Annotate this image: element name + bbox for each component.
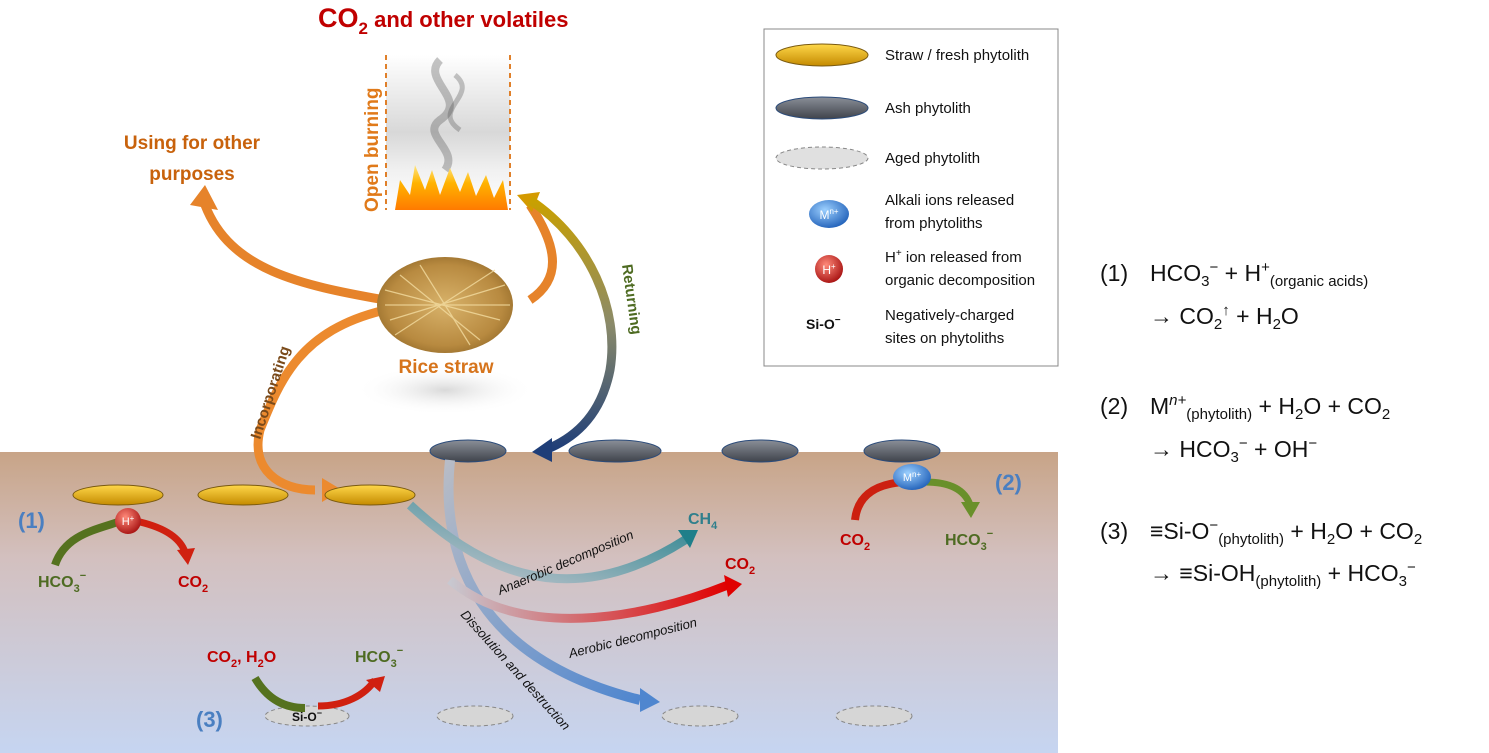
anaerobic-arrow <box>406 501 688 584</box>
h-ion-soil <box>115 508 141 534</box>
legend-h-symbol: H+ <box>822 262 836 277</box>
returning-label: Returning <box>618 263 645 336</box>
legend-sio-label-2: sites on phytoliths <box>885 330 1004 347</box>
m-ion-soil <box>893 464 931 490</box>
returning-arrow-head <box>532 438 552 462</box>
incorporating-arrow <box>253 305 387 495</box>
co2-reaction2: CO2 <box>840 532 870 553</box>
open-burning-label: Open burning <box>362 87 383 212</box>
legend-aged-swatch <box>775 146 869 170</box>
aerobic-arrow-head <box>724 575 742 597</box>
co2-aerobic-label: CO2 <box>725 556 755 577</box>
aged-phytolith <box>436 705 514 727</box>
equation-3-line-2: → ≡Si-OH(phytolith) + HCO3− <box>1150 559 1416 590</box>
equation-2-line-1: (2)Mn+(phytolith) + H2O + CO2 <box>1100 392 1391 423</box>
legend-m-symbol: Mn+ <box>819 207 838 222</box>
using-arrow-head <box>190 185 218 210</box>
hco3-reaction2: HCO3− <box>945 528 993 553</box>
legend-ash-label: Ash phytolith <box>885 100 971 117</box>
legend-box <box>763 28 1059 367</box>
ash-phytolith <box>568 439 662 463</box>
ash-phytolith <box>429 439 507 463</box>
legend-alkali-label-2: from phytoliths <box>885 215 983 232</box>
reaction2-green-arrow <box>924 478 974 507</box>
legend-straw-label: Straw / fresh phytolith <box>885 47 1029 64</box>
hco3-reaction1: HCO3− <box>38 570 86 595</box>
reaction1-red-arrow <box>139 518 189 554</box>
h-ion-soil-symbol: H+ <box>122 514 135 528</box>
straw-phytolith <box>197 484 289 506</box>
reaction1-green-arrow <box>51 518 120 567</box>
legend-sio-label-1: Negatively-charged <box>885 307 1014 324</box>
m-ion-soil-symbol: Mn+ <box>903 470 922 484</box>
using-other-purposes-arrow <box>200 203 386 305</box>
co2-volatiles-title: CO2 and other volatiles <box>318 3 568 38</box>
burning-arrow-head <box>517 192 540 212</box>
legend-alkali-label-1: Alkali ions released <box>885 192 1014 209</box>
reaction2-green-head <box>961 502 980 518</box>
reaction1-number: (1) <box>18 508 45 533</box>
legend-sio-symbol: Si-O− <box>806 315 841 332</box>
reaction1-red-head <box>177 548 195 565</box>
using-other-purposes-label: Using for other <box>124 133 261 154</box>
legend-straw-swatch <box>775 43 869 67</box>
rice-straw-shadow <box>355 365 535 415</box>
sio-site-label: Si-O− <box>292 708 322 724</box>
soil-layer <box>0 452 1058 753</box>
ch4-label: CH4 <box>688 511 718 532</box>
equation-2-line-2: → HCO3− + OH− <box>1150 435 1318 466</box>
reaction3-red-head <box>366 676 385 692</box>
legend-m-ion-swatch <box>809 200 849 228</box>
aged-phytolith <box>661 705 739 727</box>
legend-hplus-label-2: organic decomposition <box>885 272 1035 289</box>
to-burning-arrow <box>526 202 557 304</box>
legend-h-ion-swatch <box>815 255 843 283</box>
equation-1-line-1: (1)HCO3− + H+(organic acids) <box>1100 259 1369 290</box>
aged-phytolith <box>264 705 350 727</box>
hco3-reaction3: HCO3− <box>355 645 403 670</box>
co2-h2o-reaction3: CO2, H2O <box>207 649 276 670</box>
equation-3-line-1: (3)≡Si-O−(phytolith) + H2O + CO2 <box>1100 517 1423 548</box>
ash-phytolith <box>721 439 799 463</box>
rice-straw-label: Rice straw <box>398 357 493 378</box>
aerobic-arrow <box>447 576 730 623</box>
legend-aged-label: Aged phytolith <box>885 150 980 167</box>
legend-hplus-label-1: H+ ion released from <box>885 248 1022 266</box>
straw-phytolith <box>72 484 164 506</box>
aged-phytolith <box>835 705 913 727</box>
using-other-purposes-label-2: purposes <box>149 164 235 185</box>
open-burning-image <box>385 55 511 210</box>
equation-1-line-2: → CO2↑ + H2O <box>1150 302 1299 333</box>
reaction3-green-arrow <box>251 675 306 712</box>
reaction3-number: (3) <box>196 707 223 732</box>
returning-arrow <box>527 196 617 455</box>
ash-phytolith <box>863 439 941 463</box>
reaction2-number: (2) <box>995 470 1022 495</box>
anaerobic-arrow-head <box>678 530 698 548</box>
straw-phytolith <box>324 484 416 506</box>
co2-reaction1: CO2 <box>178 574 208 595</box>
legend-ash-swatch <box>775 96 869 120</box>
dissolution-arrow-head <box>640 688 660 712</box>
incorporating-label: Incorporating <box>248 344 294 441</box>
